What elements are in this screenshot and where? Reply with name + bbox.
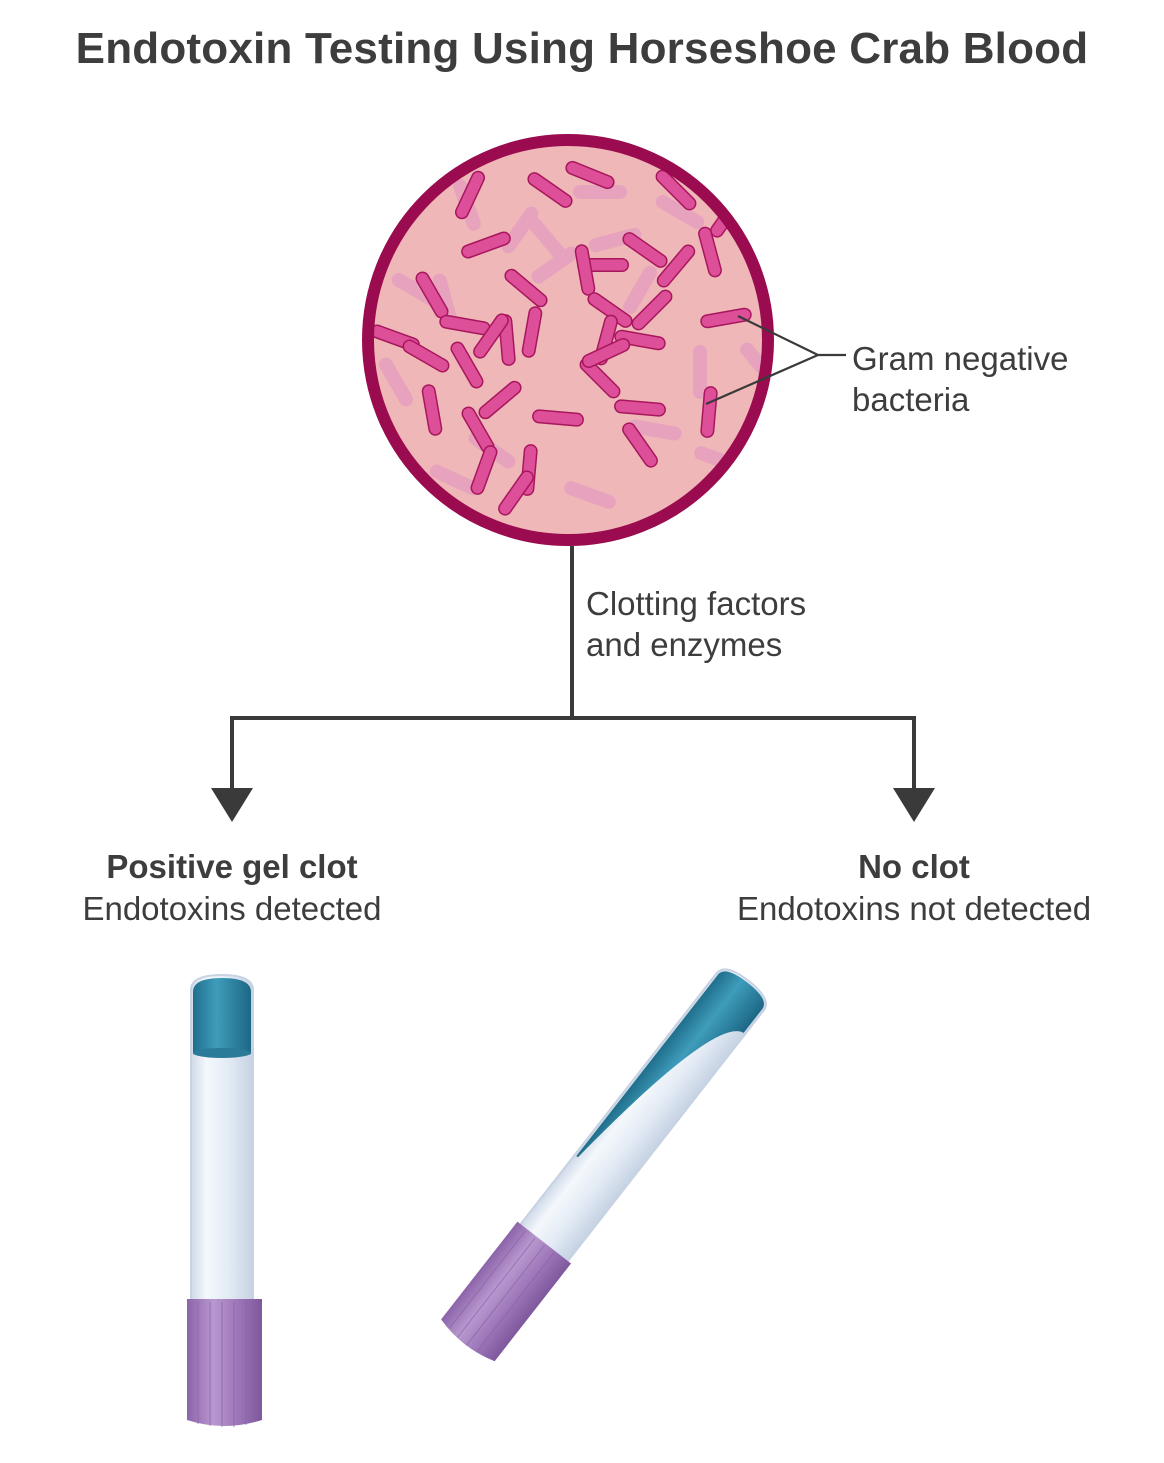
faded-bacterium [565, 482, 615, 508]
bacterium [566, 162, 614, 188]
faded-bacterium [657, 196, 703, 228]
bacterium [474, 314, 508, 358]
negative-result-heading: No clot [858, 848, 970, 885]
gel-clot [193, 978, 251, 1057]
faded-bacterium [434, 275, 456, 325]
bacterium [588, 293, 632, 327]
bacterium [701, 387, 717, 437]
bacteria-label-line-2: bacteria [852, 381, 970, 418]
bacterium [583, 339, 629, 367]
bacterium [657, 171, 695, 209]
negative-result: No clot Endotoxins not detected [680, 846, 1148, 930]
bacteria-label-line-1: Gram negative [852, 340, 1069, 377]
bacterium [462, 233, 510, 257]
faded-bacterium [624, 267, 656, 313]
faded-bacterium [741, 344, 768, 386]
faded-bacterium [431, 466, 479, 494]
bacterium [499, 315, 515, 365]
faded-bacterium [629, 421, 681, 439]
faded-bacterium [380, 359, 412, 405]
bacterium [499, 471, 533, 515]
bacterium [615, 400, 665, 416]
bacterium [479, 382, 521, 418]
bacterium [404, 341, 448, 371]
process-label: Clotting factors and enzymes [586, 583, 806, 665]
negative-result-description: Endotoxins not detected [736, 890, 1092, 927]
bacterium [456, 172, 484, 218]
bacterium [452, 343, 482, 387]
arrow-right-icon [893, 788, 935, 822]
bacterium [533, 410, 583, 426]
faded-bacterium [533, 248, 577, 282]
gel-clot-surface [193, 1048, 251, 1058]
bacterium [581, 359, 619, 397]
tube-cap [187, 1299, 262, 1426]
bacterium [528, 173, 572, 207]
bacterium [615, 331, 665, 349]
cap-ridges [448, 1230, 564, 1359]
bacterium [523, 307, 541, 357]
arrow-left-icon [211, 788, 253, 822]
bacterium [623, 423, 657, 467]
bacterium [463, 408, 493, 452]
faded-bacterium [503, 208, 537, 252]
positive-result-heading: Positive gel clot [106, 848, 358, 885]
bacterium [440, 316, 490, 334]
bacterium [472, 446, 496, 494]
positive-result-description: Endotoxins detected [82, 890, 382, 927]
unclotted-tube [441, 968, 767, 1362]
positive-result: Positive gel clot Endotoxins detected [30, 846, 434, 930]
bacterium [658, 245, 694, 287]
bacteria-label: Gram negative bacteria [852, 338, 1068, 420]
bacteria-magnified-view [362, 134, 774, 546]
bacterium [423, 385, 441, 435]
bacterium [699, 228, 721, 276]
clotted-tube [187, 973, 262, 1427]
bacterium [505, 270, 547, 306]
flow-connector [230, 546, 916, 792]
bacterium [576, 245, 594, 295]
tube-cap [441, 1221, 572, 1362]
circle-border [362, 134, 774, 546]
bacterium [417, 273, 447, 317]
cap-ridges [197, 1302, 247, 1427]
process-label-line-2: and enzymes [586, 626, 783, 663]
bacterium [623, 233, 667, 267]
bacteria-label-leader [705, 315, 846, 406]
bacterium [633, 291, 671, 329]
liquid [576, 971, 764, 1158]
page-title: Endotoxin Testing Using Horseshoe Crab B… [75, 24, 1089, 73]
process-label-line-1: Clotting factors [586, 585, 807, 622]
circle-background [368, 140, 768, 540]
faded-bacterium [529, 219, 567, 261]
